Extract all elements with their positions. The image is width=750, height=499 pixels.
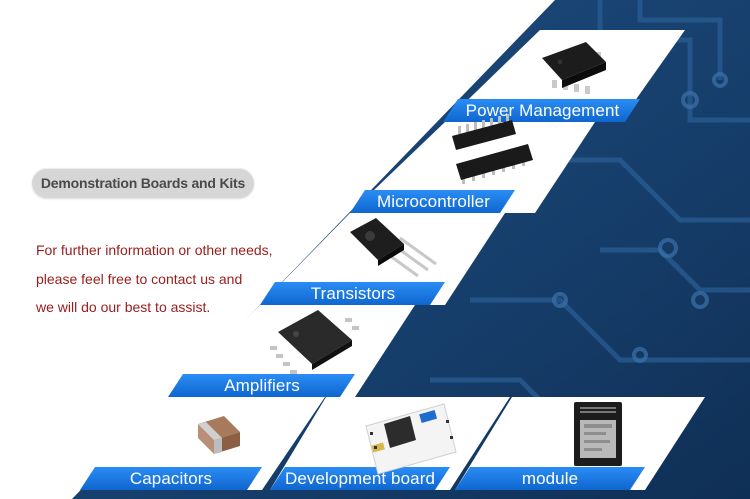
wifi-module-icon (574, 402, 622, 466)
contact-message: For further information or other needs, … (36, 236, 273, 322)
demonstration-boards-kits-pill[interactable]: Demonstration Boards and Kits (32, 168, 254, 198)
label-bar-microcontroller (350, 190, 515, 213)
label-bar-transistors (260, 282, 445, 305)
category-link-microcontroller[interactable]: Microcontroller (377, 192, 490, 211)
label-bar-development-board (270, 467, 450, 490)
contact-line: For further information or other needs, (36, 242, 273, 258)
msop-chip-icon (270, 310, 359, 374)
category-link-power-management[interactable]: Power Management (465, 101, 620, 120)
category-link-amplifiers[interactable]: Amplifiers (224, 376, 300, 395)
category-link-development-board[interactable]: Development board (284, 469, 436, 488)
contact-line: please feel free to contact us and (36, 270, 243, 287)
to247-transistor-icon (350, 218, 437, 278)
label-bar-power-management (443, 99, 640, 122)
dip-chip-icon (452, 114, 533, 184)
smd-capacitor-icon (198, 416, 240, 454)
soic-chip-icon (542, 42, 606, 94)
contact-line: we will do our best to assist. (36, 299, 211, 315)
category-link-module[interactable]: module (521, 469, 579, 488)
label-bar-amplifiers (168, 374, 355, 397)
label-bar-module (455, 467, 645, 490)
category-link-capacitors[interactable]: Capacitors (129, 469, 213, 488)
category-link-transistors[interactable]: Transistors (310, 284, 396, 303)
dev-board-icon (365, 403, 457, 475)
label-bar-capacitors (80, 467, 262, 490)
